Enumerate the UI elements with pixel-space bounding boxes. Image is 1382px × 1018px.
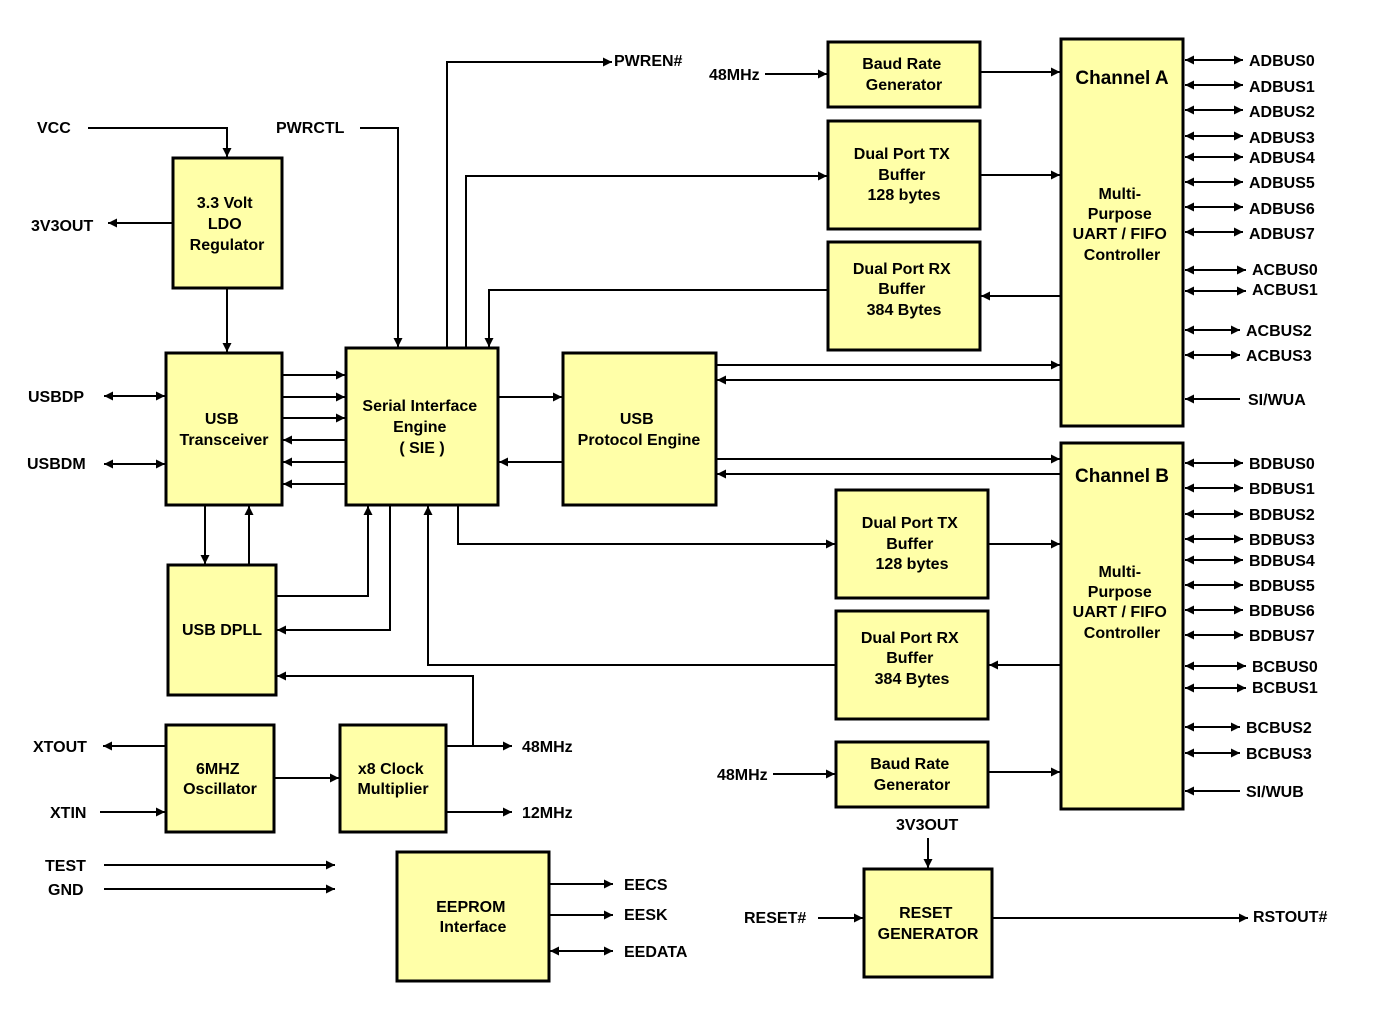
connectors	[88, 57, 1248, 956]
rstout-label: RSTOUT#	[1253, 909, 1327, 926]
channel-b-block	[1059, 441, 1185, 811]
ldo-regulator-block	[171, 156, 284, 290]
rx-buffer-b-block	[834, 609, 990, 721]
bdbus1-label: BDBUS1	[1249, 481, 1315, 498]
rx-a-label: Dual Port RX Buffer 384 Bytes	[853, 261, 955, 319]
bdbus2-label: BDBUS2	[1249, 507, 1315, 524]
tx-b-label: Dual Port TX Buffer 128 bytes	[862, 515, 962, 573]
rx-buffer-a-block	[826, 240, 982, 352]
eedata-label: EEDATA	[624, 944, 688, 961]
eeprom-label: EEPROM Interface	[436, 899, 510, 936]
adbus5-label: ADBUS5	[1249, 175, 1315, 192]
baud-rate-generator-b-block	[834, 740, 990, 809]
usb-protocol-engine-block	[561, 351, 718, 507]
clock-multiplier-label: x8 Clock Multiplier	[357, 761, 428, 798]
bcbus0-label: BCBUS0	[1252, 659, 1318, 676]
usbdm-label: USBDM	[27, 456, 86, 473]
usb-protocol-label: USB Protocol Engine	[578, 411, 701, 449]
oscillator-label: 6MHZ Oscillator	[183, 761, 257, 798]
usb-dpll-block	[166, 563, 278, 697]
tx-buffer-b-block	[834, 488, 990, 600]
baud-rate-generator-a-block	[826, 40, 982, 109]
sie-block	[344, 346, 500, 507]
reset-generator-label: RESET GENERATOR	[878, 905, 979, 943]
bcbus1-label: BCBUS1	[1252, 680, 1318, 697]
gnd-label: GND	[48, 882, 84, 899]
tx-a-label: Dual Port TX Buffer 128 bytes	[854, 146, 954, 204]
siwua-label: SI/WUA	[1248, 392, 1306, 409]
bcbus3-label: BCBUS3	[1246, 746, 1312, 763]
adbus7-label: ADBUS7	[1249, 226, 1315, 243]
usbdp-label: USBDP	[28, 389, 84, 406]
siwub-label: SI/WUB	[1246, 784, 1304, 801]
ldo-label: 3.3 Volt LDO Regulator	[190, 195, 265, 254]
test-label: TEST	[45, 858, 86, 875]
rx-b-label: Dual Port RX Buffer 384 Bytes	[861, 630, 963, 688]
tx-buffer-a-block	[826, 119, 982, 231]
bdbus5-label: BDBUS5	[1249, 578, 1315, 595]
reset-label: RESET#	[744, 910, 806, 927]
eecs-label: EECS	[624, 877, 668, 894]
3v3out-label: 3V3OUT	[31, 218, 93, 235]
clock-multiplier-block	[338, 723, 448, 834]
acbus0-label: ACBUS0	[1252, 262, 1318, 279]
adbus3-label: ADBUS3	[1249, 130, 1315, 147]
adbus6-label: ADBUS6	[1249, 201, 1315, 218]
channel-a-block	[1059, 37, 1185, 428]
usb-transceiver-label: USB Transceiver	[180, 411, 269, 449]
acbus3-label: ACBUS3	[1246, 348, 1312, 365]
bdbus4-label: BDBUS4	[1249, 553, 1315, 570]
sie-label: Serial Interface Engine ( SIE )	[362, 398, 481, 457]
48mhz-a-label: 48MHz	[709, 67, 760, 84]
channel-a-label: Multi- Purpose UART / FIFO Controller	[1073, 186, 1172, 264]
usb-dpll-label: USB DPLL	[182, 622, 262, 639]
48mhz-b-label: 48MHz	[717, 767, 768, 784]
acbus1-label: ACBUS1	[1252, 282, 1318, 299]
adbus2-label: ADBUS2	[1249, 104, 1315, 121]
usb-transceiver-block	[164, 351, 284, 507]
bdbus6-label: BDBUS6	[1249, 603, 1315, 620]
bdbus7-label: BDBUS7	[1249, 628, 1315, 645]
adbus4-label: ADBUS4	[1249, 150, 1315, 167]
baud-a-label: Baud Rate Generator	[862, 56, 946, 94]
12mhz-label: 12MHz	[522, 805, 573, 822]
3v3out-reset-label: 3V3OUT	[896, 817, 958, 834]
48mhz-mult-label: 48MHz	[522, 739, 573, 756]
channel-b-title: Channel B	[1075, 466, 1169, 487]
eeprom-interface-block	[395, 850, 551, 983]
adbus0-label: ADBUS0	[1249, 53, 1315, 70]
adbus1-label: ADBUS1	[1249, 79, 1315, 96]
reset-generator-block	[862, 867, 994, 979]
vcc-label: VCC	[37, 120, 71, 137]
baud-b-label: Baud Rate Generator	[870, 756, 954, 794]
acbus2-label: ACBUS2	[1246, 323, 1312, 340]
bcbus2-label: BCBUS2	[1246, 720, 1312, 737]
oscillator-block	[164, 723, 276, 834]
bdbus3-label: BDBUS3	[1249, 532, 1315, 549]
bus-arrows	[1185, 55, 1246, 796]
eesk-label: EESK	[624, 907, 668, 924]
xtin-label: XTIN	[50, 805, 86, 822]
pwrctl-label: PWRCTL	[276, 120, 345, 137]
channel-a-title: Channel A	[1075, 68, 1169, 89]
pwren-label: PWREN#	[614, 53, 683, 70]
bdbus0-label: BDBUS0	[1249, 456, 1315, 473]
xtout-label: XTOUT	[33, 739, 87, 756]
channel-b-label: Multi- Purpose UART / FIFO Controller	[1073, 564, 1172, 642]
